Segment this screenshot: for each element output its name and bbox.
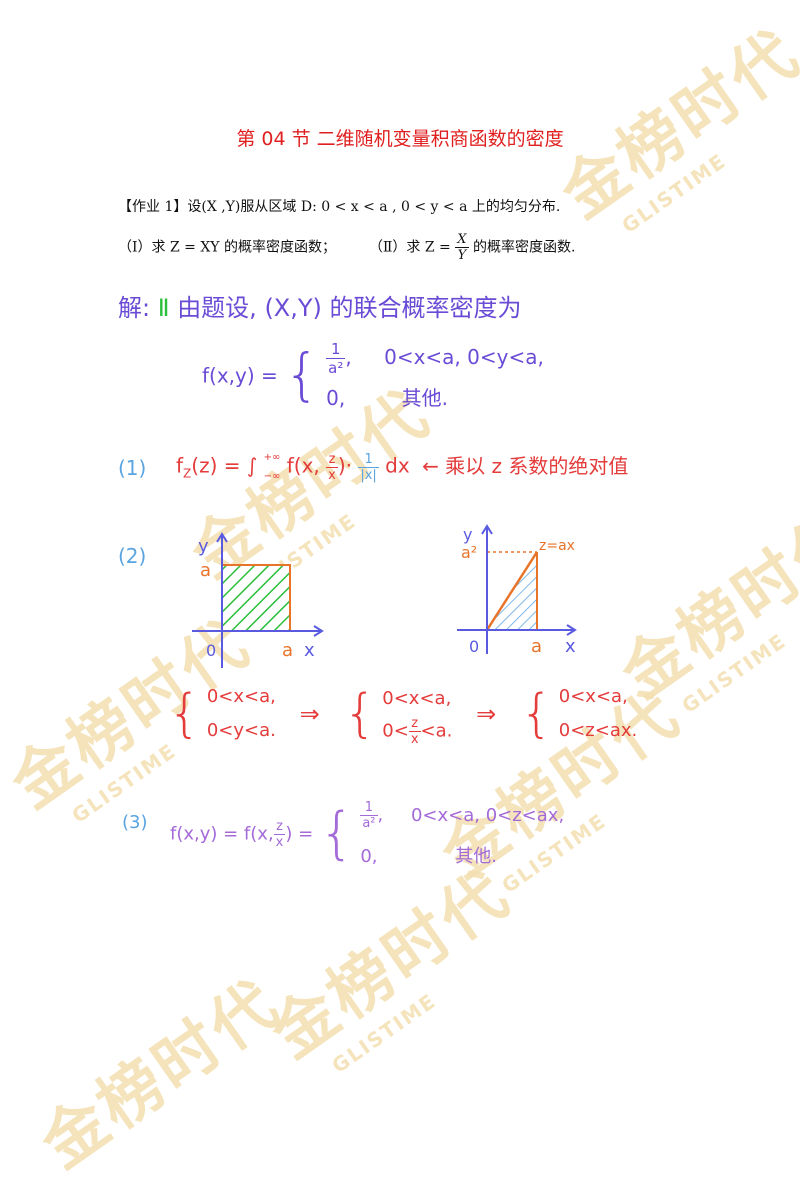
origin-label: 0 (469, 637, 479, 656)
tick-a-y: a (200, 560, 211, 581)
axis-x-label: x (304, 640, 315, 661)
tick-a-x: a (282, 640, 293, 661)
line-label: z=ax (539, 538, 575, 554)
solution-intro: 解: Ⅱ 由题设, (X,Y) 的联合概率密度为 (118, 294, 522, 322)
tick-a-x: a (531, 636, 542, 657)
page-title: 第 04 节 二维随机变量积商函数的密度 (236, 128, 564, 150)
problem-statement: 【作业 1】设(X ,Y)服从区域 D: 0 < x < a , 0 < y <… (118, 199, 561, 215)
watermark: 金榜时代 (28, 966, 294, 1183)
origin-label: 0 (206, 641, 216, 660)
step-3-label: (3) (122, 812, 148, 833)
step-2-label: (2) (118, 544, 147, 568)
part-1: （Ⅰ）求 Z = XY 的概率密度函数； (118, 239, 336, 256)
region-square (221, 564, 291, 632)
step-1-label: (1) (118, 456, 147, 480)
region-graph-xy: y a 0 a x (192, 532, 324, 668)
region-graph-xz: y a² z=ax 0 a x (457, 524, 577, 657)
axis-y-label: y (198, 536, 209, 557)
tick-a2: a² (461, 543, 477, 562)
part-2-suffix: 的概率密度函数. (472, 239, 576, 256)
part-2-prefix: （Ⅱ）求 Z = (368, 239, 451, 256)
axis-y-label: y (463, 525, 472, 544)
axis-x-label: x (565, 636, 576, 657)
